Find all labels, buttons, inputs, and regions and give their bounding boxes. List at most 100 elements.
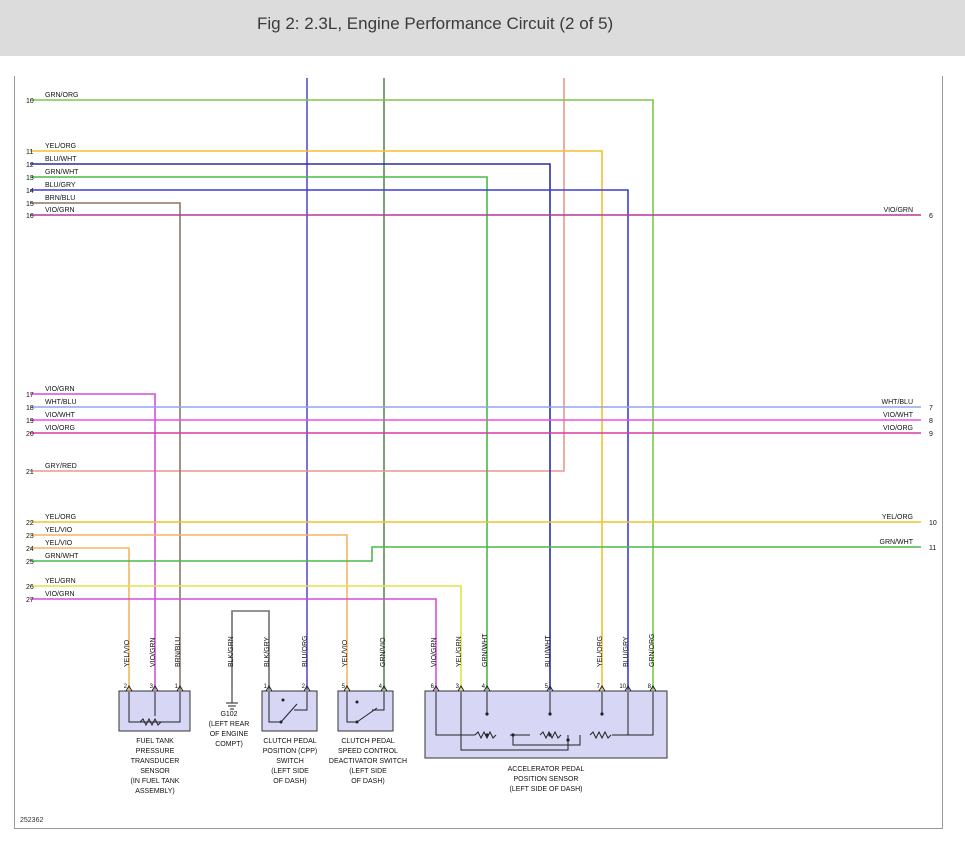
connector-pin (483, 685, 491, 692)
wire-25 (30, 546, 921, 562)
cps-switch-caption: DEACTIVATOR SWITCH (329, 758, 407, 765)
fuel-tank-sensor-caption: TRANSDUCER (131, 758, 180, 765)
wire-number-right: 10 (929, 520, 937, 527)
vertical-wire-label: YEL/VIO (342, 639, 349, 667)
cps-switch-caption: OF DASH) (351, 778, 384, 785)
clutch-speed-deactivator-box (337, 690, 394, 732)
switch-node (355, 720, 359, 724)
pin-number: 3 (456, 684, 460, 690)
pin-number: 5 (545, 684, 549, 690)
ftp-resistor-circuit (128, 692, 181, 723)
pin-number: 3 (150, 684, 154, 690)
vertical-wire-label: YEL/VIO (124, 639, 131, 667)
vertical-wire-label: BRN/BLU (175, 637, 182, 667)
wire-26 (30, 585, 462, 690)
vertical-wire-label: BLU/ORG (302, 635, 309, 667)
wire-label-left: VIO/GRN (45, 591, 75, 598)
wire-23 (30, 534, 348, 690)
wire-12 (30, 163, 551, 690)
connector-pin (649, 685, 657, 692)
wire-number-left: 21 (26, 469, 34, 476)
pin-number: 8 (648, 684, 652, 690)
app-sensor-caption: POSITION SENSOR (514, 776, 579, 783)
connector-pin (598, 685, 606, 692)
vertical-wire-label: BLK/GRN (228, 636, 235, 667)
wire-number-left: 12 (26, 162, 34, 169)
wire-label-left: BLU/GRY (45, 182, 76, 189)
wire-number-left: 24 (26, 546, 34, 553)
connector-pin (125, 685, 133, 692)
pin-number: 2 (124, 684, 128, 690)
wire-label-left: VIO/WHT (45, 412, 76, 419)
wire-label-left: YEL/VIO (45, 527, 73, 534)
vertical-wire-label: BLK/GRY (264, 636, 271, 667)
wire-label-left: VIO/ORG (45, 425, 75, 432)
cpp-switch-caption: OF DASH) (273, 778, 306, 785)
pin-number: 10 (619, 684, 626, 690)
cpp-switch-caption: CLUTCH PEDAL (263, 738, 316, 745)
junction-dot (548, 712, 552, 716)
wire-number-right: 11 (929, 545, 936, 552)
switch-node (281, 698, 285, 702)
pin-number: 5 (342, 684, 346, 690)
connector-pin (432, 685, 440, 692)
wire-27 (30, 598, 437, 690)
vertical-wire-label: VIO/GRN (150, 637, 157, 667)
wire-number-left: 27 (26, 597, 34, 604)
wire-label-left: YEL/GRN (45, 578, 76, 585)
wire-label-left: GRN/WHT (45, 169, 79, 176)
pin-number: 1 (175, 684, 179, 690)
wire-number-right: 9 (929, 431, 933, 438)
connector-pin (265, 685, 273, 692)
wire-number-left: 15 (26, 201, 34, 208)
wire-number-left: 14 (26, 188, 34, 195)
wire-number-left: 26 (26, 584, 34, 591)
g102-caption: COMPT) (215, 741, 243, 748)
vertical-wire-label: VIO/GRN (431, 637, 438, 667)
pin-number: 6 (431, 684, 435, 690)
figure-reference-number: 252362 (20, 817, 44, 824)
pin-number: 1 (264, 684, 268, 690)
cpp-switch-caption: (LEFT SIDE (271, 768, 309, 775)
wire-number-left: 17 (26, 392, 34, 399)
wire-number-left: 19 (26, 418, 34, 425)
vertical-wire-label: YEL/ORG (597, 636, 604, 667)
wire-blk-gry (231, 610, 270, 692)
wire-number-right: 8 (929, 418, 933, 425)
connector-pin (151, 685, 159, 692)
wire-15 (30, 202, 181, 690)
wire-label-right: VIO/WHT (883, 412, 914, 419)
wire-label-left: GRN/WHT (45, 553, 79, 560)
figure-title: Fig 2: 2.3L, Engine Performance Circuit … (257, 14, 614, 33)
wire-gry-red (30, 78, 565, 472)
vertical-wire-label: GRN/ORG (649, 634, 656, 667)
wire-number-left: 22 (26, 520, 34, 527)
switch-node (279, 720, 283, 724)
vertical-wire-label: GRN/WHT (482, 633, 489, 667)
fuel-tank-sensor-caption: ASSEMBLY) (135, 788, 175, 795)
cps-switch-caption: SPEED CONTROL (338, 748, 398, 755)
cpp-switch-caption: SWITCH (276, 758, 304, 765)
wire-17 (30, 393, 156, 690)
wire-label-right: YEL/ORG (882, 514, 913, 521)
wire-label-left: GRY/RED (45, 463, 77, 470)
pin-number: 4 (379, 684, 383, 690)
pin-number: 4 (482, 684, 486, 690)
wire-label-right: WHT/BLU (882, 399, 914, 406)
wire-number-left: 20 (26, 431, 34, 438)
resistor-symbol (139, 717, 162, 727)
junction-dot (566, 738, 570, 742)
wire-11 (30, 150, 603, 690)
app-circuit (612, 692, 654, 736)
app-resistor (589, 730, 612, 740)
junction-dot (600, 712, 604, 716)
app-circuit (512, 735, 581, 746)
switch-node (355, 700, 359, 704)
wire-label-left: YEL/ORG (45, 514, 76, 521)
fuel-tank-sensor-caption: SENSOR (140, 768, 170, 775)
wire-10 (30, 99, 654, 690)
cps-switch-caption: (LEFT SIDE (349, 768, 387, 775)
cps-switch-arm (356, 707, 378, 723)
wire-number-left: 25 (26, 559, 34, 566)
junction-dot (485, 733, 489, 737)
